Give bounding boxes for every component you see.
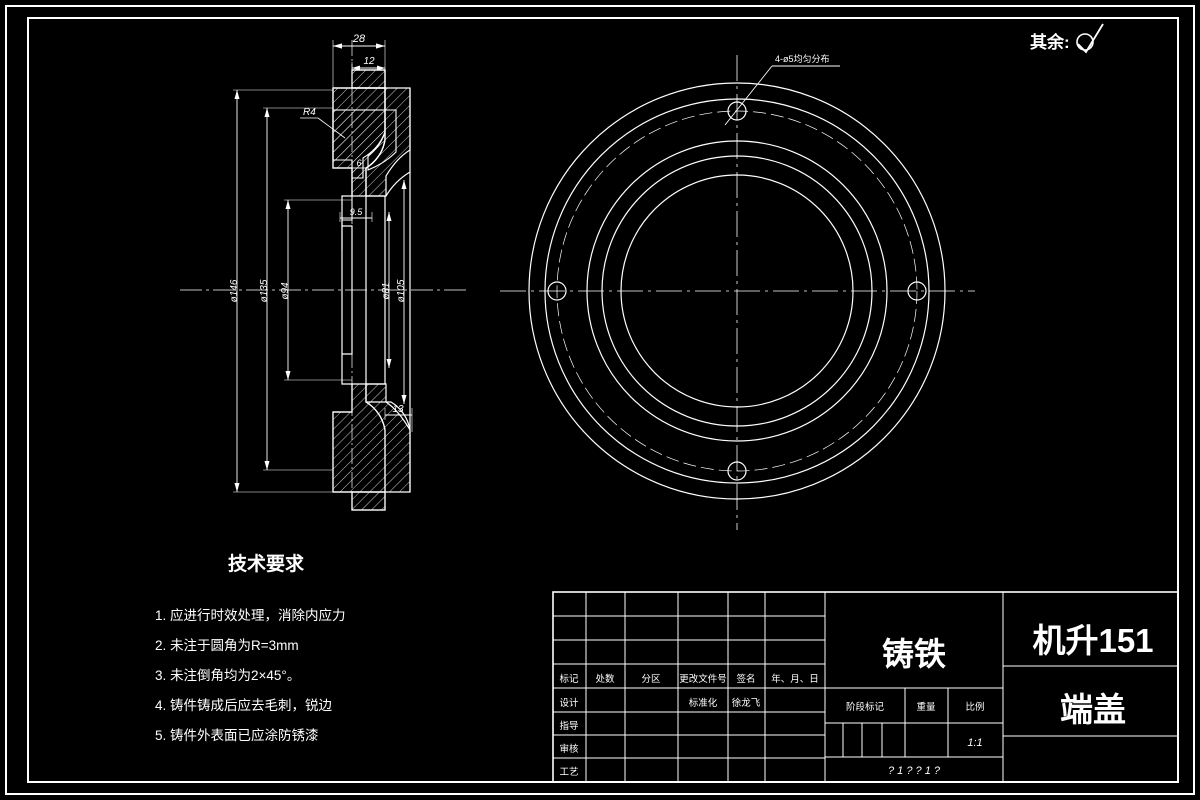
dimension-13-label: 13 xyxy=(392,404,404,415)
revision-header-cell: 分区 xyxy=(641,674,661,685)
tech-requirement-item: 1. 应进行时效处理，消除内应力 xyxy=(155,607,346,623)
front-circle-dia146 xyxy=(528,82,946,500)
revision-header-cell: 签名 xyxy=(736,673,755,685)
dimension-dia94: ø94 xyxy=(280,199,352,381)
dimension-dia81-label: ø81 xyxy=(381,282,392,299)
dimension-dia146-label: ø146 xyxy=(229,279,240,302)
section-view: 28 12 R4 6 9.5 xyxy=(180,33,470,511)
material-label: 铸铁 xyxy=(882,636,946,672)
right-block-grid xyxy=(1003,665,1178,737)
dimension-dia105: ø105 xyxy=(396,180,407,404)
role-label: 指导 xyxy=(559,720,578,732)
role-label: 设计 xyxy=(559,697,579,709)
front-hole-bottom xyxy=(727,461,747,481)
dimension-dia94-label: ø94 xyxy=(280,282,291,300)
dimension-28: 28 xyxy=(332,33,386,90)
revision-table-grid xyxy=(553,592,826,782)
dimension-dia81: ø81 xyxy=(381,212,392,368)
dimension-28-label: 28 xyxy=(352,33,366,45)
drawing-number: 机升151 xyxy=(1032,622,1153,659)
dimension-12-label: 12 xyxy=(363,56,375,67)
technical-requirements: 技术要求 1. 应进行时效处理，消除内应力 2. 未注于圆角为R=3mm 3. … xyxy=(155,552,346,743)
front-circle-dia135-outer xyxy=(544,98,930,484)
revision-header-cell: 处数 xyxy=(595,673,615,685)
dimension-dia135-label: ø135 xyxy=(259,279,270,302)
tech-requirement-item: 5. 铸件外表面已应涂防锈漆 xyxy=(155,727,319,743)
front-hole-right xyxy=(907,281,927,301)
hole-annotation-label: 4-ø5均匀分布 xyxy=(775,53,830,64)
tech-requirement-item: 3. 未注倒角均为2×45°。 xyxy=(155,668,300,683)
tech-requirements-heading: 技术要求 xyxy=(228,552,305,575)
front-circle-dia81 xyxy=(620,174,854,408)
stage-mark-label: 阶段标记 xyxy=(846,701,885,713)
front-circle-dia105 xyxy=(586,140,888,442)
tech-requirement-item: 4. 铸件铸成后应去毛刺，锐边 xyxy=(155,697,333,713)
front-hole-left xyxy=(547,281,567,301)
revision-header-cell: 年、月、日 xyxy=(771,673,819,685)
front-circle-bolt-pitch xyxy=(556,110,918,472)
surface-note-label: 其余: xyxy=(1030,32,1070,52)
standardization-label: 标准化 xyxy=(689,697,718,709)
surface-finish-note: 其余: xyxy=(1030,23,1104,54)
front-circle-dia94 xyxy=(601,155,873,427)
dimension-6: 6 xyxy=(352,158,366,169)
tech-requirement-item: 2. 未注于圆角为R=3mm xyxy=(155,638,299,653)
sheet-outer-border xyxy=(5,5,1195,795)
weight-label: 重量 xyxy=(916,701,936,713)
revision-header-cell: 标记 xyxy=(559,673,579,685)
front-view: 4-ø5均匀分布 xyxy=(500,53,975,530)
dimension-r4-label: R4 xyxy=(303,107,316,118)
revision-header-cell: 更改文件号 xyxy=(679,673,727,685)
dimension-dia135: ø135 xyxy=(259,107,333,471)
dimension-dia146: ø146 xyxy=(229,89,333,493)
dimension-dia105-label: ø105 xyxy=(396,279,407,302)
dimension-95-label: 9.5 xyxy=(350,207,364,217)
sheet-count-text: ? 1 ? ? 1 ? xyxy=(888,765,941,777)
middle-block-grid xyxy=(825,592,1004,782)
scale-value: 1:1 xyxy=(967,737,982,749)
dimension-6-label: 6 xyxy=(356,158,361,168)
dimension-r4: R4 xyxy=(300,107,346,139)
role-label: 工艺 xyxy=(559,767,578,778)
unmachined-surface-symbol xyxy=(1076,23,1104,54)
front-hole-top xyxy=(727,101,747,121)
section-hatching xyxy=(332,69,411,511)
dimension-95: 9.5 xyxy=(339,207,373,222)
part-name: 端盖 xyxy=(1060,691,1126,728)
designer-signature: 徐龙飞 xyxy=(732,697,761,709)
hole-annotation-leader xyxy=(724,65,840,126)
title-block: 标记 处数 分区 更改文件号 签名 年、月、日 设计 标准化 徐龙飞 指导 审核… xyxy=(552,591,1179,783)
dimension-12: 12 xyxy=(351,56,385,72)
role-label: 审核 xyxy=(559,743,579,755)
scale-label: 比例 xyxy=(965,701,984,713)
dimension-13: 13 xyxy=(384,404,413,432)
title-block-frame xyxy=(552,591,1179,783)
